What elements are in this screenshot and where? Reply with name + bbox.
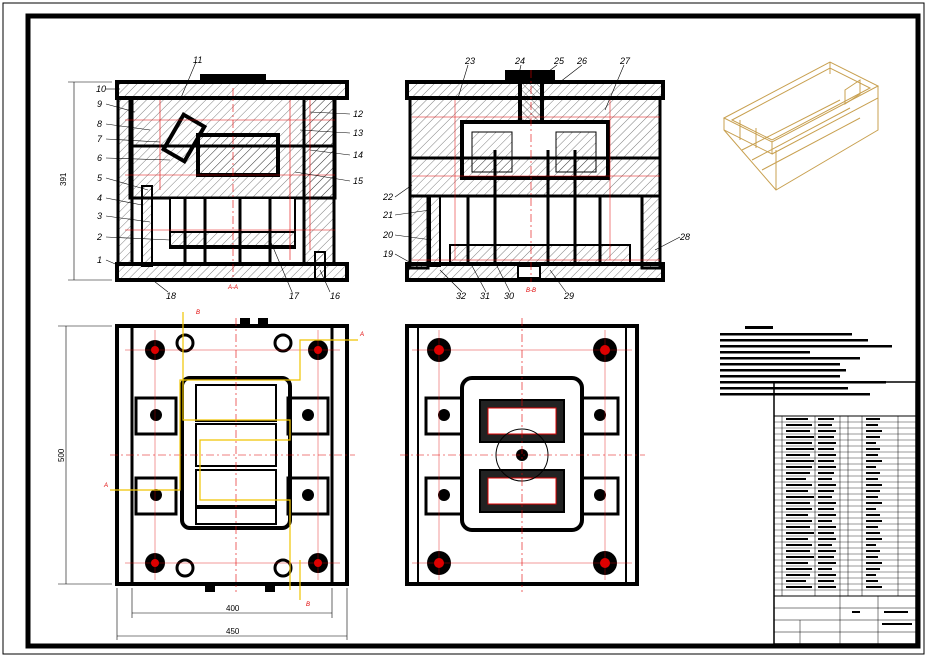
plan-dimensions	[58, 325, 348, 640]
plan-view-fixed-half	[400, 318, 645, 592]
plan-view-moving-half	[110, 312, 358, 600]
dimension-height-left	[68, 81, 112, 281]
dimension-500: 500	[57, 448, 66, 462]
balloon-15: 15	[353, 176, 364, 186]
balloon-8: 8	[97, 119, 102, 129]
left-balloons	[105, 61, 351, 293]
balloon-22: 22	[382, 192, 393, 202]
balloon-2: 2	[96, 232, 102, 242]
balloon-5: 5	[97, 173, 103, 183]
balloon-11: 11	[193, 55, 202, 65]
balloon-30: 30	[504, 291, 514, 301]
parts-list-table	[773, 381, 917, 645]
inner-border	[25, 13, 921, 649]
balloon-31: 31	[480, 291, 490, 301]
balloon-19: 19	[383, 249, 393, 259]
dimension-391: 391	[59, 172, 68, 186]
balloon-14: 14	[353, 150, 363, 160]
balloon-28: 28	[679, 232, 690, 242]
balloon-7: 7	[97, 134, 103, 144]
marker-b-top: B	[196, 310, 200, 316]
balloon-20: 20	[382, 230, 393, 240]
right-balloons	[394, 64, 681, 293]
balloon-29: 29	[563, 291, 574, 301]
balloon-23: 23	[464, 56, 475, 66]
section-a-label: A-A	[227, 285, 238, 291]
balloon-13: 13	[353, 128, 363, 138]
balloon-21: 21	[382, 210, 393, 220]
balloon-16: 16	[330, 291, 340, 301]
balloon-10: 10	[96, 84, 106, 94]
marker-b-bottom: B	[306, 602, 310, 608]
balloon-17: 17	[289, 291, 300, 301]
marker-a-left: A	[103, 483, 108, 489]
dimension-450: 450	[226, 627, 240, 636]
section-view-a	[115, 74, 349, 282]
balloon-18: 18	[166, 291, 176, 301]
balloon-4: 4	[97, 193, 102, 203]
balloon-3: 3	[97, 211, 102, 221]
balloon-24: 24	[514, 56, 525, 66]
balloon-9: 9	[97, 99, 102, 109]
balloon-12: 12	[353, 109, 363, 119]
balloon-6: 6	[97, 153, 102, 163]
part-isometric-view	[722, 61, 880, 191]
balloon-27: 27	[619, 56, 631, 66]
section-view-b	[405, 70, 665, 282]
balloon-32: 32	[456, 291, 466, 301]
dimension-400: 400	[226, 604, 240, 613]
section-b-label: B-B	[526, 288, 536, 294]
balloon-1: 1	[97, 255, 102, 265]
balloon-25: 25	[553, 56, 565, 66]
balloon-26: 26	[576, 56, 587, 66]
marker-a-top: A	[359, 332, 364, 338]
technical-notes	[720, 326, 892, 396]
